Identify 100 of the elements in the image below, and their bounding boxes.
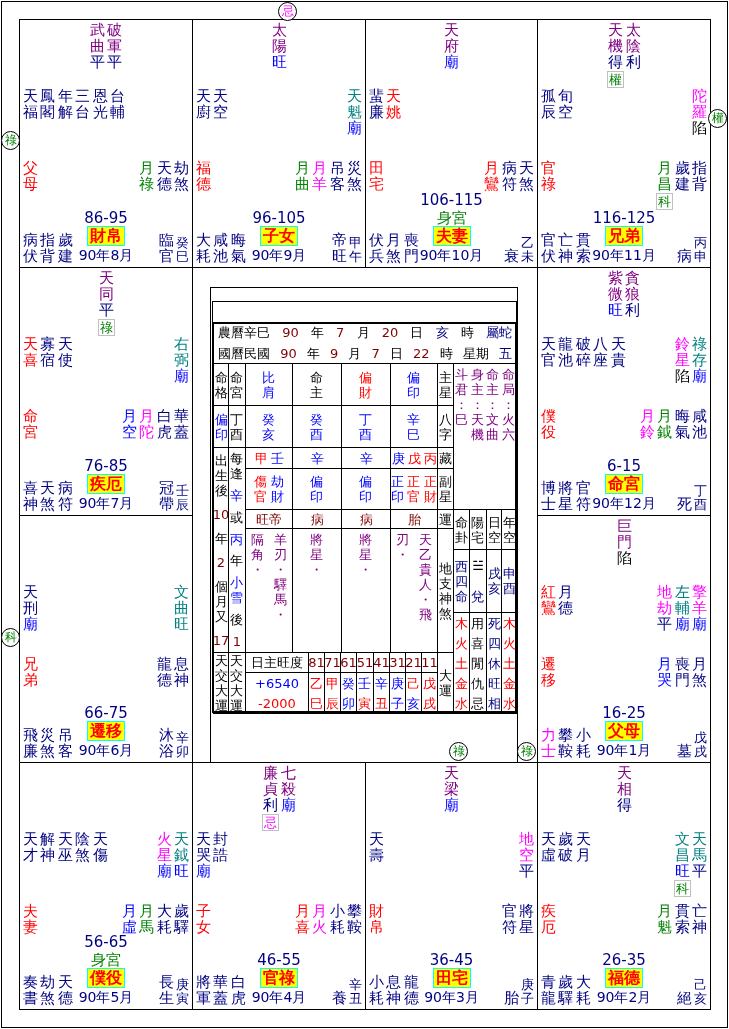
table-label: 命格: [213, 369, 229, 400]
minor-star-label: 廟: [691, 368, 708, 384]
table-label: 用: [470, 615, 486, 631]
minor-star-label: 天鉞: [173, 831, 190, 863]
circled-marker: 權: [708, 109, 727, 128]
table-label: 劫財: [270, 474, 285, 504]
minor-star-label: 天壽: [368, 831, 385, 863]
circled-marker: 忌: [278, 2, 297, 21]
table-label: 20: [381, 325, 399, 340]
monthly-star-label: 將星: [518, 903, 535, 935]
minor-star-label: 三台: [74, 88, 91, 120]
main-star-label: 平: [89, 54, 106, 70]
table-label: 水: [501, 695, 517, 711]
monthly-star-label: 歲建: [674, 160, 691, 192]
monthly-star-label: 咸池: [691, 408, 708, 440]
minor-star-label: 擎羊: [691, 584, 708, 616]
table-label: 1: [232, 633, 242, 649]
main-star-label: 平: [106, 54, 123, 70]
table-label: 9: [329, 345, 339, 361]
minor-star-label: 解神: [39, 831, 56, 863]
table-label: 癸酉: [309, 411, 325, 442]
monthly-star-label: 災煞: [346, 160, 363, 192]
table-label: 命局：火六: [501, 367, 516, 442]
minor-star-label: 文曲: [173, 584, 190, 616]
palace-cell: [192, 19, 366, 268]
spirit-star-label: 歲建: [57, 232, 74, 264]
minor-star-label: 廟: [173, 368, 190, 384]
monthly-star-label: 吊客: [329, 160, 346, 192]
minor-star-label: 天空: [212, 88, 229, 120]
table-label: 陽宅: [470, 514, 486, 545]
minor-star-label: 天巫: [57, 831, 74, 863]
table-label: -2000: [258, 695, 296, 711]
table-label: 個月又: [213, 578, 229, 624]
monthly-star-label: 華蓋: [173, 408, 190, 440]
monthly-star-label: 龍德: [156, 656, 173, 688]
table-label: 年: [213, 530, 229, 546]
table-label: 日: [389, 345, 403, 361]
minor-star-label: 天使: [57, 336, 74, 368]
life-stage-label: 病: [676, 248, 693, 264]
monthly-star-label: 亡神: [691, 903, 708, 935]
spirit-star-label: 晦氣: [230, 232, 247, 264]
palace-name-badge: 田宅: [432, 968, 471, 988]
main-star-label: 太陰: [624, 22, 642, 54]
table-label: 身主：天機: [470, 367, 485, 442]
table-label: 刃・: [395, 532, 410, 562]
monthly-star-label: 喪門: [674, 656, 691, 688]
life-stage-label: 絕: [676, 990, 693, 1006]
spirit-star-label: 息神: [385, 974, 402, 1006]
minor-star-label: 天馬: [691, 831, 708, 863]
table-label: 木: [501, 615, 517, 631]
main-star-label: 利: [624, 54, 642, 70]
minor-star-label: 平: [518, 863, 535, 879]
table-label: 命卦: [454, 514, 469, 545]
minor-star-label: 台輔: [109, 88, 126, 120]
table-label: 火: [501, 635, 517, 651]
date-label: 90年7月: [78, 495, 134, 512]
minor-star-label: 紅鸞: [540, 584, 557, 616]
palace-name-badge: 僕役: [87, 968, 125, 988]
table-label: 時: [460, 325, 474, 340]
circled-marker: 祿: [449, 742, 468, 761]
palace-name-label: 田宅: [368, 160, 385, 192]
table-label: +6540: [255, 675, 299, 691]
spirit-star-label: 指背: [39, 232, 56, 264]
palace-cell: [537, 515, 711, 763]
monthly-star-label: 月陀: [138, 408, 155, 440]
table-label: 辛: [310, 450, 324, 466]
date-label: 90年5月: [78, 989, 134, 1006]
minor-star-label: 廟: [346, 120, 363, 136]
table-label: 7: [336, 325, 345, 340]
palace-cell: [19, 515, 193, 763]
table-label: 旺帝: [256, 511, 282, 527]
table-label: 或: [229, 509, 245, 525]
table-label: 國曆民國: [218, 345, 270, 361]
spirit-star-label: 將軍: [195, 974, 212, 1006]
palace-name-label: 命宮: [22, 408, 39, 440]
table-label: ☱: [471, 558, 485, 573]
spirit-star-label: 飛廉: [22, 727, 39, 759]
monthly-star-label: 病符: [501, 160, 518, 192]
minor-star-label: 鈴星: [674, 336, 691, 368]
table-label: 運: [438, 511, 453, 527]
date-label: 90年3月: [424, 989, 479, 1006]
main-star-label: 紫微: [607, 270, 624, 302]
monthly-star-label: 小耗: [329, 903, 346, 935]
minor-star-label: 平: [691, 863, 708, 879]
stem-branch-label: 戊戌: [693, 731, 708, 759]
palace-name-label: 夫妻: [22, 903, 39, 935]
main-star-label: 陷: [615, 550, 633, 566]
table-label: 31: [389, 655, 406, 670]
table-label: 17: [212, 632, 230, 648]
palace-name-badge: 財帛: [87, 226, 125, 246]
spirit-star-label: 官伏: [540, 232, 557, 264]
minor-star-label: 天哭: [195, 831, 212, 863]
age-range-label: 66-75: [84, 705, 128, 722]
table-label: 亥: [435, 325, 449, 340]
table-label: 年: [306, 345, 320, 361]
table-label: 西四命: [454, 558, 469, 604]
table-label: 藏: [438, 450, 453, 466]
table-label: 戊: [407, 450, 421, 466]
age-range-label: 16-25: [602, 705, 646, 722]
table-label: 乙: [309, 675, 324, 691]
